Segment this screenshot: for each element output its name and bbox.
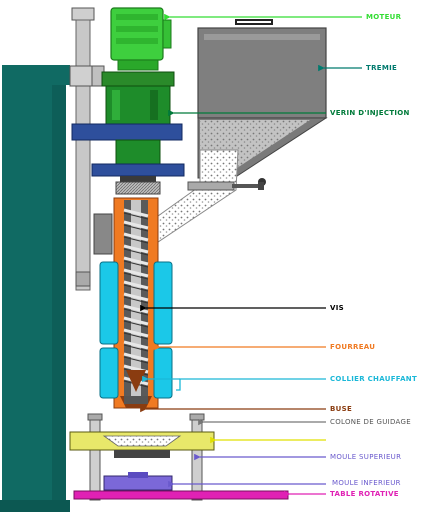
label-moule-superieur: MOULE SUPERIEUR	[330, 453, 402, 461]
label-fourreau: FOURREAU	[330, 343, 376, 351]
label-verin-injection: VERIN D'INJECTION	[330, 109, 410, 117]
label-buse: BUSE	[330, 405, 353, 413]
rotating-table	[73, 490, 289, 500]
nozzle	[120, 370, 152, 408]
leader-arrows	[140, 13, 362, 498]
label-vis: VIS	[330, 304, 344, 312]
label-collier-chauffant: COLLIER CHAUFFANT	[330, 375, 418, 383]
label-colonne-guidage: COLONE DE GUIDAGE	[330, 418, 411, 426]
lower-mold	[103, 472, 173, 491]
guide-rods	[69, 7, 105, 291]
label-moteur: MOTEUR	[366, 13, 402, 21]
label-tremie: TREMIE	[366, 64, 398, 72]
motor	[110, 7, 172, 71]
label-moule-inferieur: MOULE INFERIEUR	[332, 479, 401, 487]
injection-jack	[71, 71, 185, 195]
screw	[123, 200, 149, 400]
machine-frame	[0, 65, 70, 512]
label-table-rotative: TABLE ROTATIVE	[330, 490, 399, 498]
upper-mold	[69, 431, 215, 458]
heater-bands	[99, 261, 173, 399]
